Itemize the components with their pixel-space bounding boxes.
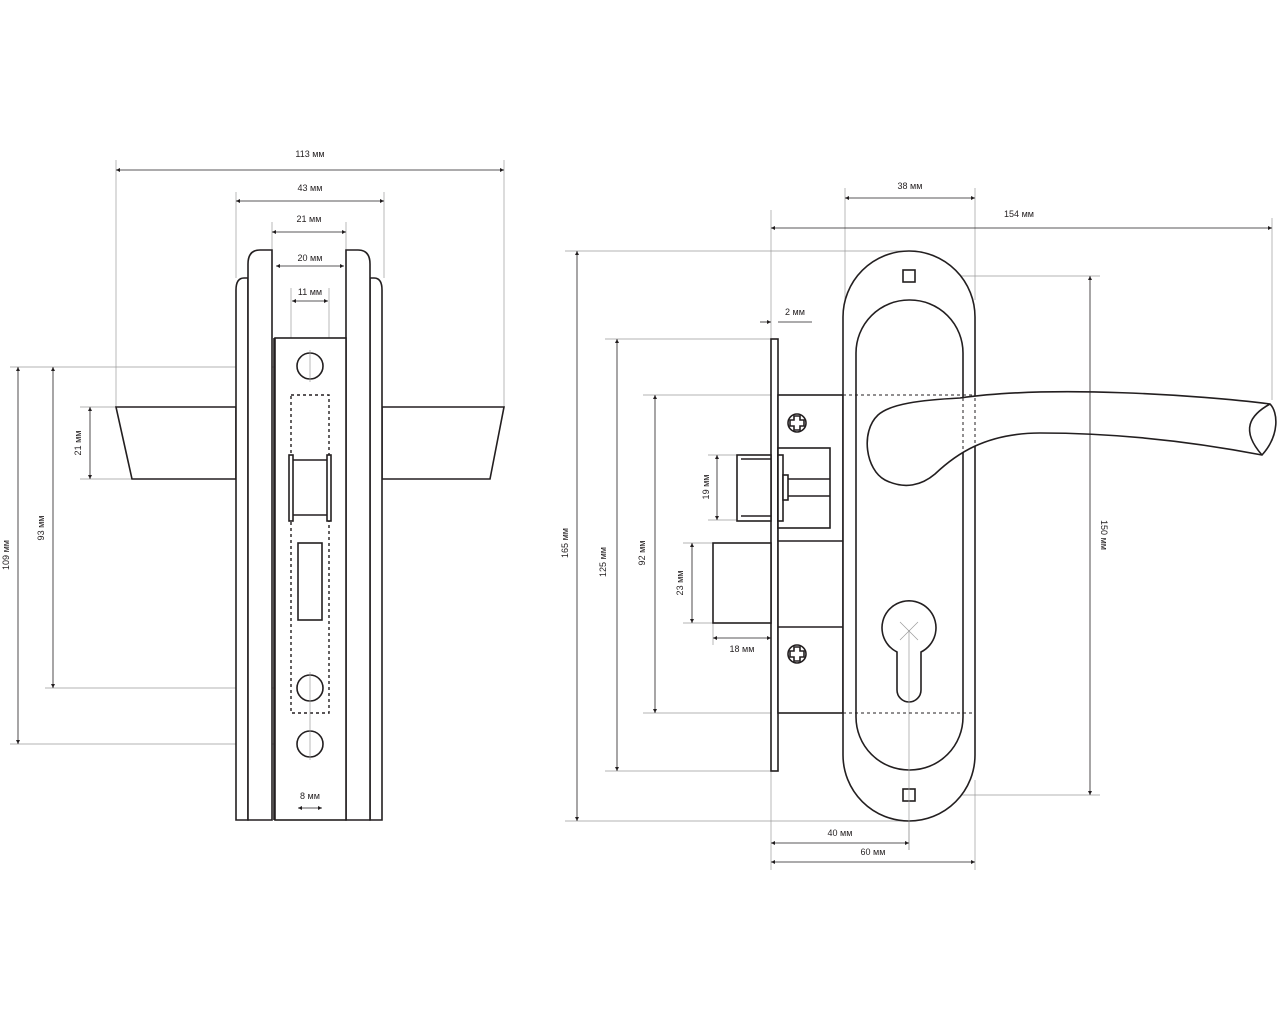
mount-hole-top bbox=[902, 269, 916, 283]
dim-43: 43 мм bbox=[298, 183, 323, 193]
front-view: 38 мм 154 мм 2 мм 165 мм 125 мм 92 мм 19… bbox=[560, 181, 1277, 870]
left-rosette-outer bbox=[235, 277, 249, 821]
dim-125: 125 мм bbox=[598, 547, 608, 577]
deadbolt-opening bbox=[297, 542, 323, 621]
dim-21-plate: 21 мм bbox=[297, 214, 322, 224]
left-handle bbox=[115, 406, 237, 480]
side-view: 113 мм 43 мм 21 мм 20 мм 11 мм 8 мм 109 … bbox=[1, 149, 505, 821]
left-rosette-inner bbox=[247, 249, 273, 821]
dim-2: 2 мм bbox=[785, 307, 805, 317]
dim-109: 109 мм bbox=[1, 540, 11, 570]
right-rosette-inner bbox=[345, 249, 371, 821]
dim-150: 150 мм bbox=[1099, 520, 1109, 550]
screw-holes bbox=[296, 350, 324, 760]
dim-60: 60 мм bbox=[861, 847, 886, 857]
deadbolt bbox=[712, 542, 772, 624]
right-rosette-outer bbox=[369, 277, 383, 821]
dim-165: 165 мм bbox=[560, 528, 570, 558]
dim-11: 11 мм bbox=[298, 287, 322, 297]
dim-20: 20 мм bbox=[298, 253, 323, 263]
dim-21-handle: 21 мм bbox=[73, 431, 83, 456]
dim-113: 113 мм bbox=[295, 149, 324, 159]
dim-23: 23 мм bbox=[675, 571, 685, 596]
dim-92: 92 мм bbox=[637, 541, 647, 566]
dim-18: 18 мм bbox=[730, 644, 755, 654]
right-handle bbox=[381, 406, 505, 480]
lock-body bbox=[777, 394, 844, 714]
latch-bolt-front bbox=[736, 454, 772, 522]
dim-154: 154 мм bbox=[1004, 209, 1034, 219]
dim-40: 40 мм bbox=[828, 828, 853, 838]
escutcheon-inner bbox=[855, 299, 964, 771]
dim-19: 19 мм bbox=[701, 475, 711, 500]
dim-8: 8 мм bbox=[300, 791, 320, 801]
door-handle-lever bbox=[866, 390, 1277, 487]
dim-93: 93 мм bbox=[36, 516, 46, 541]
lock-front-plate bbox=[770, 338, 779, 772]
phillips-screw-icon bbox=[787, 413, 807, 664]
latch-bolt bbox=[288, 454, 332, 522]
cylinder-mechanism bbox=[777, 447, 831, 529]
dim-38: 38 мм bbox=[898, 181, 923, 191]
